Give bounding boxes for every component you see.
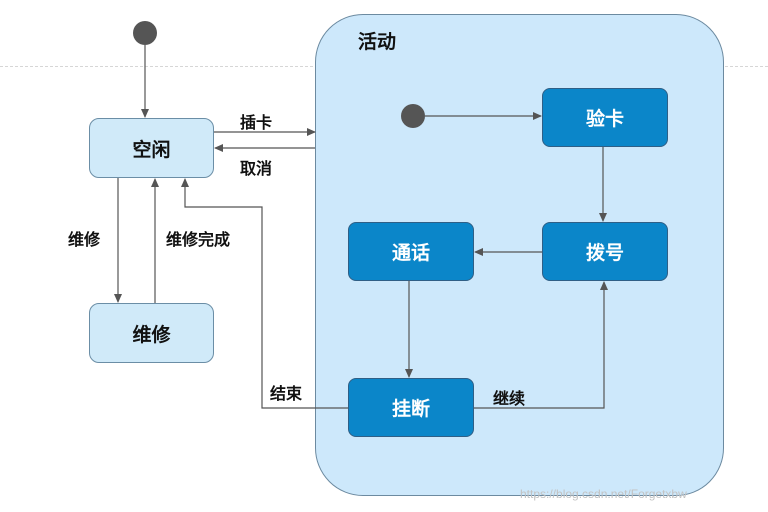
watermark-text: https://blog.csdn.net/Forgetxbw [520,487,687,501]
state-verify-card[interactable]: 验卡 [542,88,668,147]
state-hang-up[interactable]: 挂断 [348,378,474,437]
initial-node-inner[interactable] [401,104,425,128]
label-insert-card: 插卡 [240,113,273,132]
label-continue: 继续 [493,389,526,408]
initial-node-outer[interactable] [133,21,157,45]
label-cancel: 取消 [240,159,273,178]
state-dial[interactable]: 拨号 [542,222,668,281]
state-idle[interactable]: 空闲 [89,118,214,178]
state-talk[interactable]: 通话 [348,222,474,281]
label-end: 结束 [270,384,303,403]
label-repair: 维修 [68,230,101,249]
arrow-end [181,178,348,409]
label-repair-done: 维修完成 [166,230,231,249]
arrow-continue [474,281,608,409]
composite-state-title: 活动 [358,31,397,53]
state-maintenance[interactable]: 维修 [89,303,214,363]
